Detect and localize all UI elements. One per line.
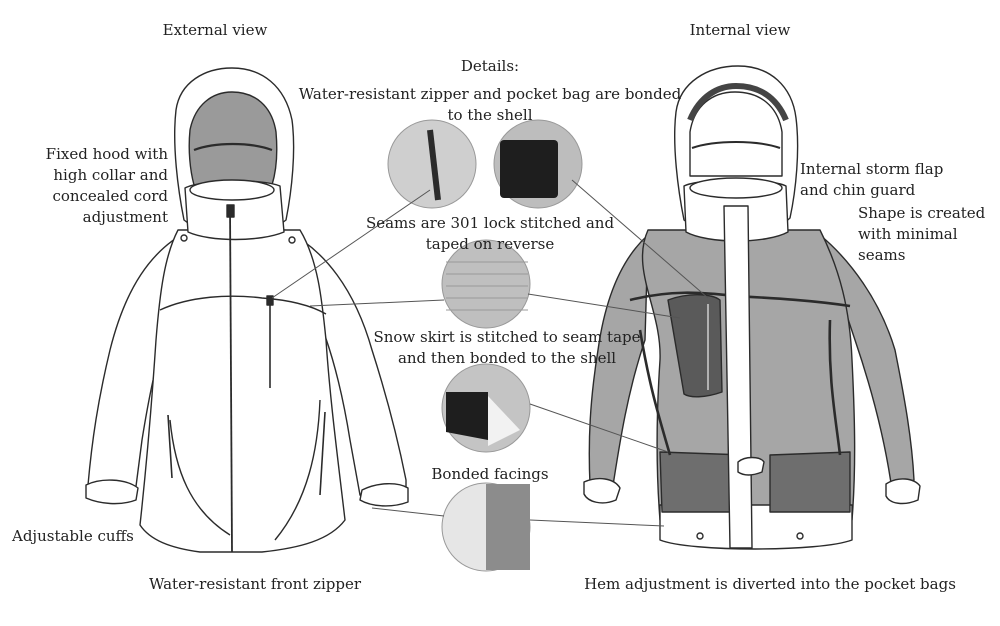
hood-callout: Fixed hood with high collar and conceale… [45,145,168,226]
external-body [139,229,346,553]
internal-jacket [583,65,921,550]
external-jacket [85,67,409,553]
detail-swatches [387,119,583,572]
external-right-cuff [359,483,409,507]
details-heading: Details: [460,57,520,75]
external-left-cuff [85,479,139,505]
shape-callout: Shape is created with minimal seams [858,204,986,264]
facings-callout: Bonded facings [431,465,549,483]
right-pocket-bag [769,451,851,513]
snow-skirt-callout: Snow skirt is stitched to seam tape and … [373,328,641,367]
internal-view-title: Internal view [689,21,791,39]
external-view-title: External view [162,21,268,39]
zipper-pocket-callout: Water-resistant zipper and pocket bag ar… [298,85,682,124]
cuffs-callout: Adjustable cuffs [12,527,134,545]
front-zipper-callout: Water-resistant front zipper [148,575,362,593]
storm-flap-callout: Internal storm flap and chin guard [800,160,944,199]
hem-callout: Hem adjustment is diverted into the pock… [584,575,956,593]
leader-lines [271,179,709,527]
seams-callout: Seams are 301 lock stitched and taped on… [365,214,615,253]
